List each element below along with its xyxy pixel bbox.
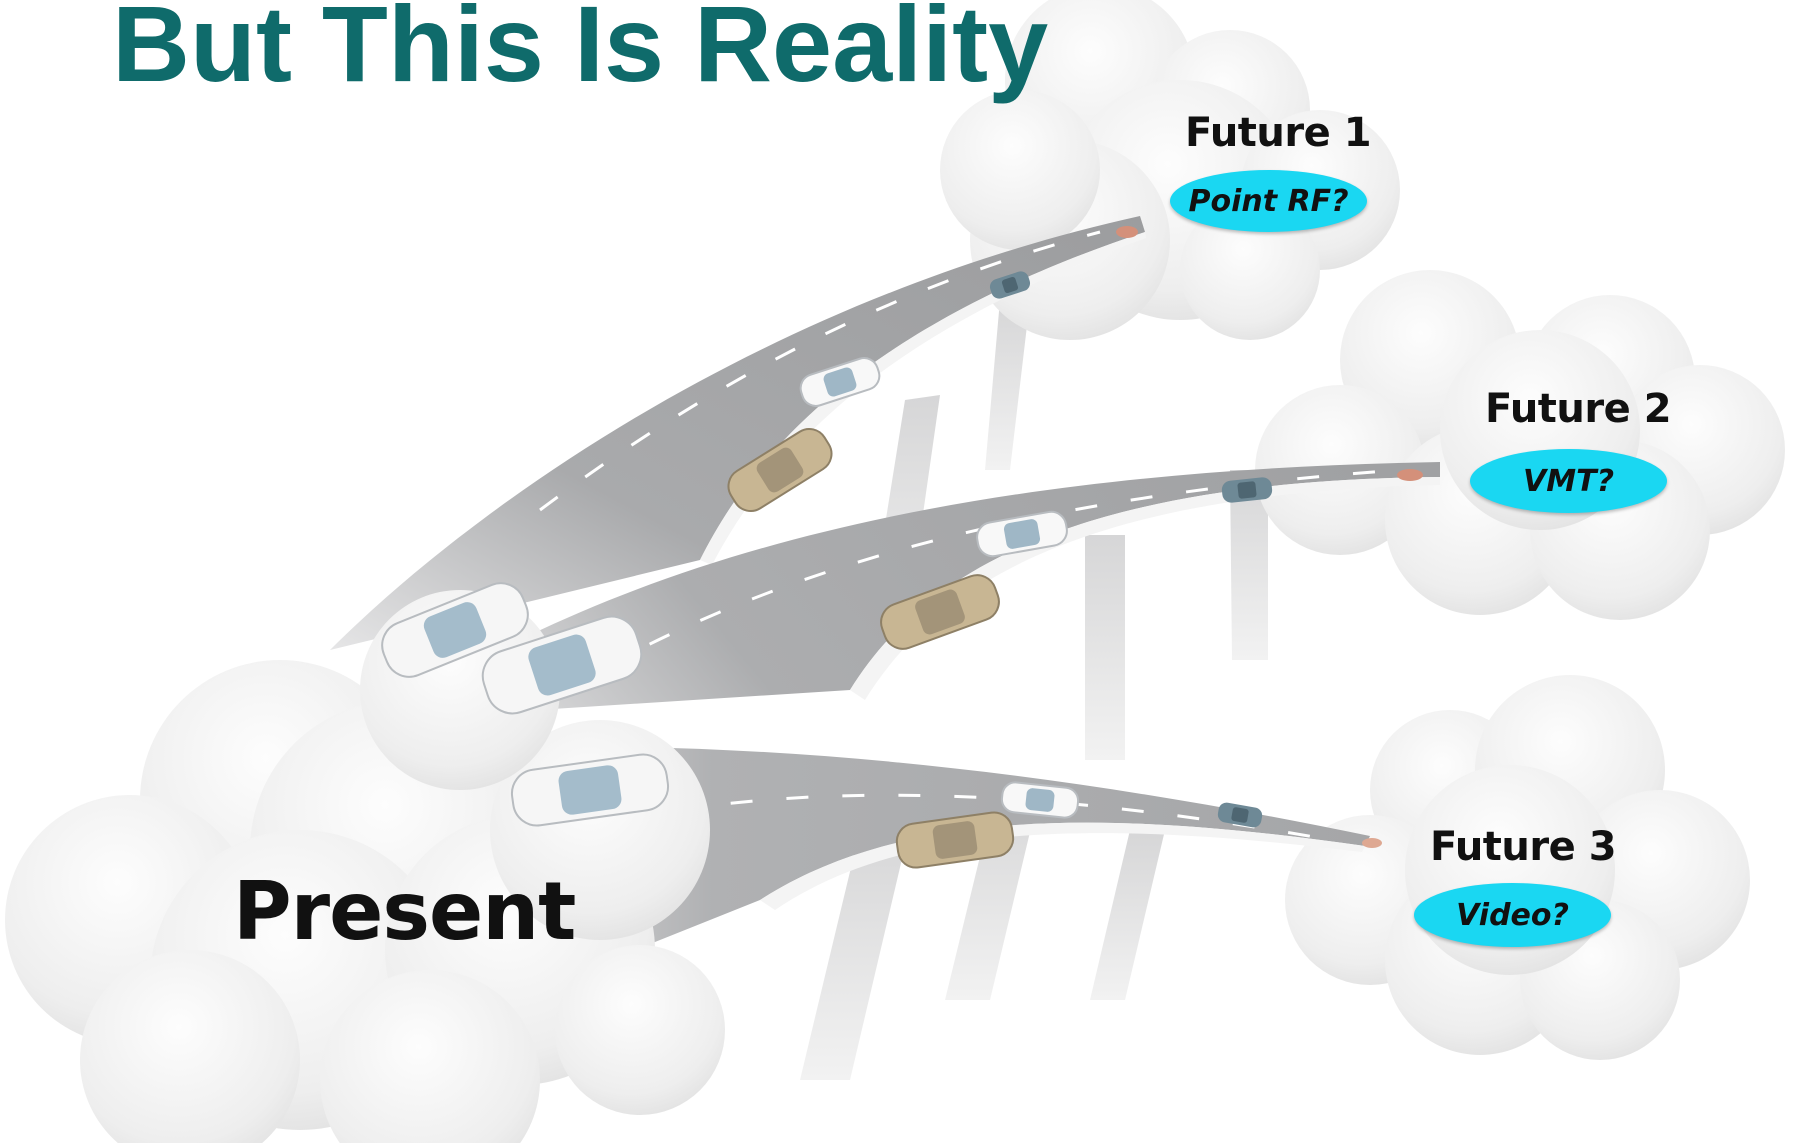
traffic — [381, 226, 1423, 869]
car — [880, 574, 1000, 650]
car — [1000, 781, 1080, 819]
future-3-option-pill: Video? — [1414, 883, 1611, 947]
car — [1221, 477, 1273, 503]
car — [1397, 469, 1423, 481]
car — [989, 271, 1031, 299]
car — [976, 510, 1068, 558]
car — [727, 428, 833, 512]
future-1-option-pill: Point RF? — [1170, 170, 1367, 232]
car — [799, 357, 881, 407]
future-1-label: Future 1 — [1185, 110, 1372, 156]
road-to-future-1 — [330, 216, 1146, 650]
car — [1116, 226, 1138, 238]
slide-title: But This Is Reality — [112, 0, 1049, 104]
car — [481, 615, 643, 715]
future-3-label: Future 3 — [1430, 824, 1617, 870]
car — [510, 753, 670, 827]
car — [895, 811, 1015, 869]
present-label: Present — [233, 865, 576, 958]
car — [1217, 802, 1263, 828]
car — [1362, 838, 1382, 848]
future-2-label: Future 2 — [1485, 386, 1672, 432]
car — [381, 582, 529, 678]
future-2-option-pill: VMT? — [1470, 449, 1667, 513]
cloud-future-2 — [1255, 270, 1785, 620]
